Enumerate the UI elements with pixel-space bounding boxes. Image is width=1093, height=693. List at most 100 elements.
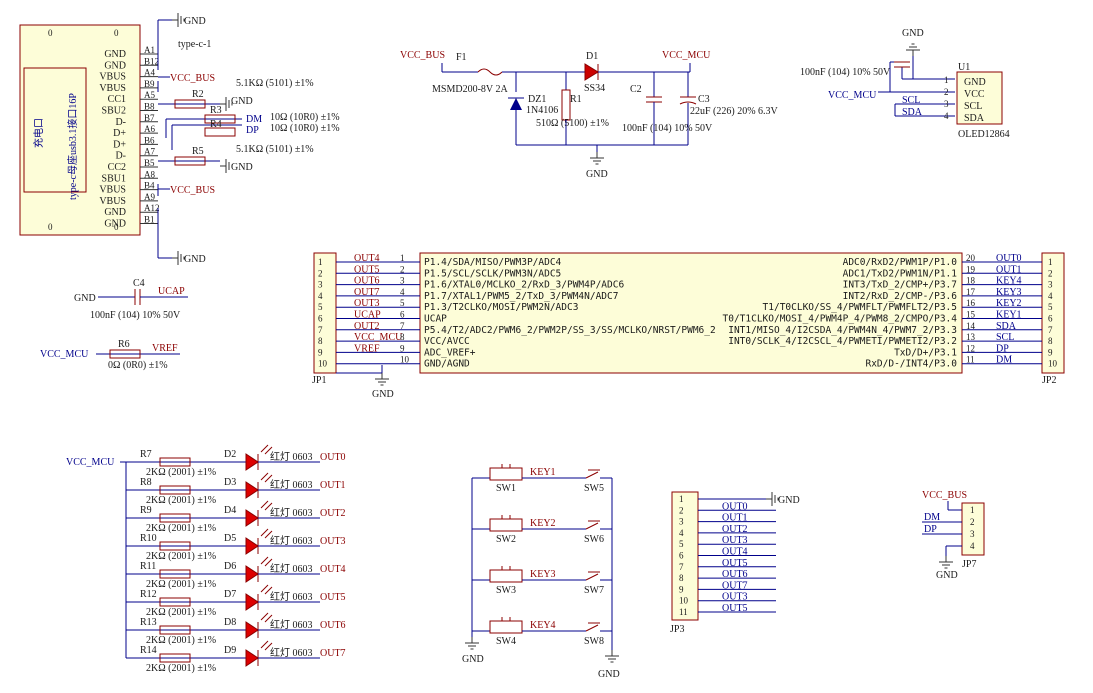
jp1-pin-number: 6 xyxy=(318,314,323,324)
svg-text:0: 0 xyxy=(48,222,53,232)
jp7-label: JP7 xyxy=(962,559,976,570)
typec-pin-name: GND xyxy=(104,49,126,60)
mcu-gnd: GND xyxy=(372,389,394,400)
oled-pin-name: GND xyxy=(964,77,986,88)
led-resistor-value: 2KΩ (2001) ±1% xyxy=(146,495,216,506)
jp7-pin-number: 3 xyxy=(970,529,975,539)
typec-wiring: GND VCC_BUS R2 5.1KΩ (5101) ±1% GND R3 R… xyxy=(157,12,340,266)
c4-gnd: GND xyxy=(74,293,96,304)
r5-label: R5 xyxy=(192,146,204,157)
r5-gnd: GND xyxy=(231,162,253,173)
led-net: OUT4 xyxy=(320,564,346,575)
jp2-pin-number: 2 xyxy=(1048,268,1053,278)
jp3-pin-number: 2 xyxy=(679,505,684,515)
svg-text:0: 0 xyxy=(114,28,119,38)
mcu-left-pin-name: P1.6/XTAL0/MCLKO_2/RxD_3/PWM4P/ADC6 xyxy=(424,280,624,291)
jp2-label: JP2 xyxy=(1042,375,1056,386)
r5-value: 5.1KΩ (5101) ±1% xyxy=(236,144,314,155)
r4-value: 10Ω (10R0) ±1% xyxy=(270,123,340,134)
key-right-label: SW5 xyxy=(584,483,604,494)
typec-pin-number: B1 xyxy=(144,215,155,225)
mcu-right-net: KEY3 xyxy=(996,287,1022,298)
led-value: 红灯 0603 xyxy=(270,646,313,659)
typec-pin-name: VBUS xyxy=(99,196,126,207)
led-resistor xyxy=(159,625,191,635)
typec-pin-number: B5 xyxy=(144,158,155,168)
jp3-pin-number: 4 xyxy=(679,528,684,538)
c4-net: UCAP xyxy=(158,286,185,297)
key-net: KEY3 xyxy=(530,569,556,580)
led-value: 红灯 0603 xyxy=(270,590,313,603)
key-switch-left xyxy=(489,569,523,583)
jp3-pin-number: 8 xyxy=(679,573,684,583)
mcu-right-net: DM xyxy=(996,355,1012,366)
oled-u1: U1 xyxy=(958,62,970,73)
mcu-right-pin-name: ADC0/RxD2/PWM1P/P1.0 xyxy=(843,257,958,268)
mcu-right-net: OUT0 xyxy=(996,253,1022,264)
oled-pin-number: 2 xyxy=(944,87,949,97)
jp3-net: OUT2 xyxy=(722,524,748,535)
mcu-left-net: VCC_MCU xyxy=(354,332,403,343)
mcu-right-pin-name: INT1/MISO_4/I2CSDA_4/PWM4N_4/PWM7_2/P3.3 xyxy=(728,325,957,336)
jp7-header xyxy=(961,502,985,556)
mcu-left-pin-name: P1.3/T2CLKO/MOSI/PWM2N/ADC3 xyxy=(424,302,578,313)
r3-label: R3 xyxy=(210,105,222,116)
jp7-pin-number: 1 xyxy=(970,505,975,515)
mcu-left-pin-number: 8 xyxy=(400,332,405,342)
r6-group: VCC_MCU R6 VREF 0Ω (0R0) ±1% xyxy=(40,339,180,371)
led-net: OUT7 xyxy=(320,648,346,659)
typec-connector: 0 0 0 0 充电口 type-c母座usb3.1接口16P type-c-1… xyxy=(19,24,211,236)
svg-text:0: 0 xyxy=(114,222,119,232)
typec-pin-number: A5 xyxy=(144,90,155,100)
oled-gnd: GND xyxy=(902,28,924,39)
mcu-left-net: OUT5 xyxy=(354,264,380,275)
keys-gnd-left: GND xyxy=(462,654,484,665)
mcu-left-pin-name: P1.4/SDA/MISO/PWM3P/ADC4 xyxy=(424,257,562,268)
r3-value: 10Ω (10R0) ±1% xyxy=(270,112,340,123)
typec-pin-number: A6 xyxy=(144,124,155,134)
mcu-left-pin-number: 5 xyxy=(400,298,405,308)
led-vcc: VCC_MCU xyxy=(66,457,115,468)
r1-value: 510Ω (5100) ±1% xyxy=(536,118,609,129)
led-resistor-value: 2KΩ (2001) ±1% xyxy=(146,579,216,590)
led-resistor-value: 2KΩ (2001) ±1% xyxy=(146,467,216,478)
led-resistor xyxy=(159,541,191,551)
led-value: 红灯 0603 xyxy=(270,478,313,491)
led-resistor xyxy=(159,597,191,607)
led-resistor-label: R11 xyxy=(140,561,156,572)
led-diode xyxy=(245,481,259,499)
key-switch-left xyxy=(489,620,523,634)
oled-pin-name: SDA xyxy=(964,113,985,124)
jp3-pin-number: 6 xyxy=(679,551,684,561)
typec-pin-number: A12 xyxy=(144,203,160,213)
jp7-dm: DM xyxy=(924,512,940,523)
led-net: OUT1 xyxy=(320,480,346,491)
oled-cap-value: 100nF (104) 10% 50V xyxy=(800,67,891,78)
mcu-right-net: OUT1 xyxy=(996,264,1022,275)
oled-section: GND 100nF (104) 10% 50V VCC_MCU SCL SDA … xyxy=(800,28,1010,140)
led-diode xyxy=(245,593,259,611)
led-diode xyxy=(245,621,259,639)
gnd-top-label: GND xyxy=(184,16,206,27)
mcu-right-pin-number: 15 xyxy=(966,310,976,320)
mcu-left-pin-name: P5.4/T2/ADC2/PWM6_2/PWM2P/SS_3/SS/MCLKO/… xyxy=(424,325,716,336)
mcu-right-net: SCL xyxy=(996,332,1014,343)
key-switch-left xyxy=(489,518,523,532)
mcu-left-net: OUT2 xyxy=(354,321,380,332)
mcu-left-pin-number: 3 xyxy=(400,276,405,286)
mcu-left-net: OUT3 xyxy=(354,298,380,309)
oled-pin-name: SCL xyxy=(964,101,982,112)
key-right-label: SW8 xyxy=(584,636,604,647)
jp7-vcc: VCC_BUS xyxy=(922,490,967,501)
mcu-right-pin-name: RxD/D-/INT4/P3.0 xyxy=(865,359,957,370)
f1-label: F1 xyxy=(456,52,467,63)
d1-label: D1 xyxy=(586,51,598,62)
r5-resistor xyxy=(174,156,206,166)
led-diode xyxy=(245,453,259,471)
led-diode-label: D4 xyxy=(224,505,236,516)
vcc-bus-label: VCC_BUS xyxy=(400,50,445,61)
